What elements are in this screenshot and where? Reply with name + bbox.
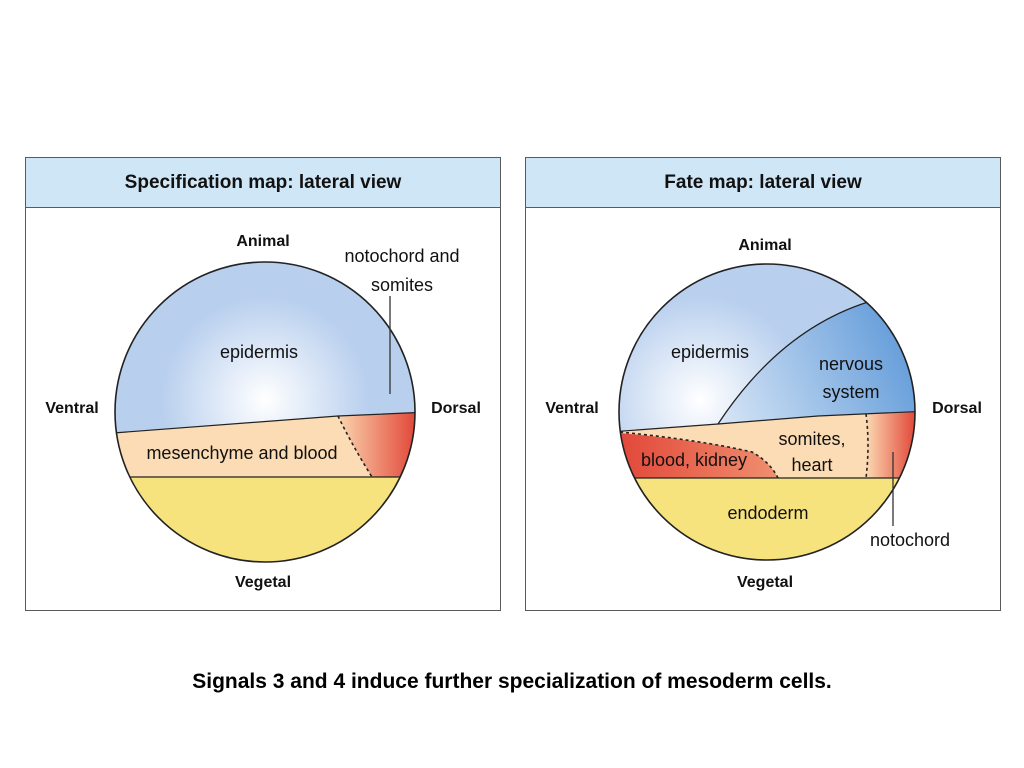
fate-nervous-boundary	[717, 289, 915, 425]
slide-caption: Signals 3 and 4 induce further specializ…	[192, 670, 832, 693]
fate-nervous-system-region	[718, 290, 915, 424]
fate-ventral-label: Ventral	[545, 400, 598, 417]
fate-notochord-label: notochord	[870, 530, 950, 550]
fate-blood-kidney-label: blood, kidney	[641, 450, 747, 470]
specification-embryo-outline	[114, 261, 416, 563]
spec-endoderm-region	[115, 477, 415, 562]
fate-notochord-region	[866, 411, 915, 478]
fate-dashed-boundary-dorsal	[865, 413, 869, 479]
fate-somites-label-line1: somites,	[778, 429, 845, 449]
specification-embryo	[115, 262, 415, 562]
spec-ventral-label: Ventral	[45, 400, 98, 417]
spec-vegetal-label: Vegetal	[235, 574, 291, 591]
spec-epidermis-label: epidermis	[220, 342, 298, 362]
spec-notochord-label-line1: notochord and	[344, 246, 459, 266]
fate-map-title: Fate map: lateral view	[526, 158, 1000, 208]
fate-epidermis-label: epidermis	[671, 342, 749, 362]
fate-nervous-label-line1: nervous	[819, 354, 883, 374]
fate-endoderm-label: endoderm	[727, 503, 808, 523]
fate-somites-label-line2: heart	[791, 455, 832, 475]
fate-embryo-outline	[618, 263, 916, 561]
fate-vegetal-label: Vegetal	[737, 574, 793, 591]
specification-map-title: Specification map: lateral view	[26, 158, 500, 208]
fate-embryo	[619, 264, 915, 560]
fate-blood-kidney-region	[619, 432, 778, 478]
spec-notochord-label-line2: somites	[371, 275, 433, 295]
spec-dorsal-label: Dorsal	[431, 400, 481, 417]
fate-nervous-label-line2: system	[822, 382, 879, 402]
spec-mesenchyme-label: mesenchyme and blood	[146, 443, 337, 463]
fate-dashed-boundary-ventral	[619, 431, 779, 479]
fate-animal-label: Animal	[738, 237, 791, 254]
spec-dashed-boundary	[337, 415, 373, 478]
spec-animal-label: Animal	[236, 233, 289, 250]
fate-dorsal-label: Dorsal	[932, 400, 982, 417]
